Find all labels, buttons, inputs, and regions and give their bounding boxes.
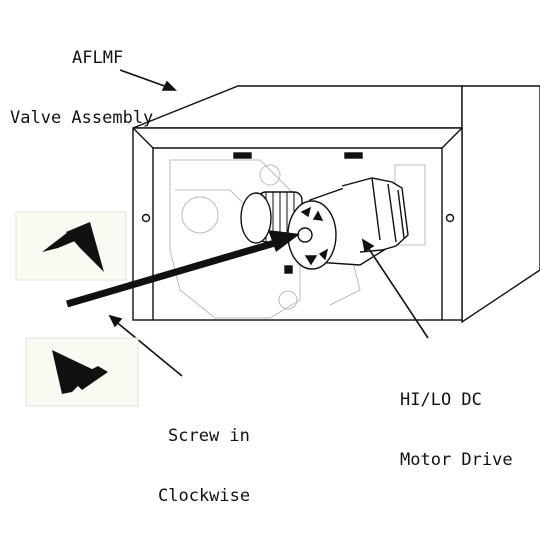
valve-assembly-diagram: AFLMF Valve Assembly HI/LO DC Motor Driv… [10,8,540,506]
mount-hole-left [141,213,151,223]
lower-icon-panel [25,337,139,407]
assembly-leader-arrow [119,69,177,91]
mount-hole-right [445,213,455,223]
upper-icon-panel [15,211,127,281]
motor-leader-arrow [361,238,429,339]
arrow-up-right-icon [42,222,104,272]
housing-inner-edge [152,147,443,320]
screw-instruction-line2: Clockwise [158,486,251,506]
motor-drive-label-line1: HI/LO DC [400,390,482,410]
motor-drive-label-line2: Motor Drive [400,450,513,470]
top-slot-right [344,152,363,159]
top-slot-left [233,152,252,159]
diagram-artwork [15,69,540,407]
screw-leader-arrow [108,314,183,377]
screw-pointer-arrow [66,230,300,308]
assembly-label-line1: AFLMF [72,48,124,68]
assembly-label-line2: Valve Assembly [10,108,154,128]
motor-drive-label: HI/LO DC Motor Drive [400,350,513,510]
arrow-down-right-icon [52,350,108,394]
screw-instruction-line1: Screw in [168,426,250,446]
assembly-label: AFLMF Valve Assembly [10,8,153,168]
housing-top-face [132,85,463,129]
housing-side-face [461,85,540,324]
screw-instruction-label: Screw in Clockwise [158,386,250,546]
